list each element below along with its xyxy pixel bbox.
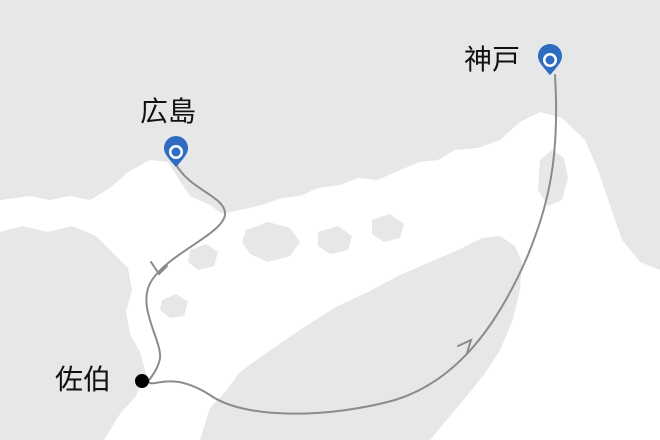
land-kyushu [0,226,146,440]
place-label-kobe: 神戸 [464,43,521,76]
land-island-awaji [538,150,568,206]
place-label-hiroshima: 広島 [140,95,197,128]
dot-marker[interactable] [135,374,149,388]
marker-layer [135,44,562,388]
route-hiroshima-saiki [145,162,227,383]
land-island-1 [242,222,300,262]
land-island-5 [160,294,188,318]
route-arrow-up [457,338,473,354]
land-island-3 [372,214,404,242]
land-island-4 [188,244,218,270]
route-layer [145,74,558,415]
map-pin-icon[interactable] [164,136,188,167]
land-shikoku [200,236,522,440]
map-pin-icon[interactable] [538,44,562,75]
land-honshu [0,0,660,270]
route-saiki-kobe [147,74,558,415]
land-island-2 [318,226,352,254]
route-arrow-down [150,261,168,276]
place-label-saiki: 佐伯 [55,363,112,396]
